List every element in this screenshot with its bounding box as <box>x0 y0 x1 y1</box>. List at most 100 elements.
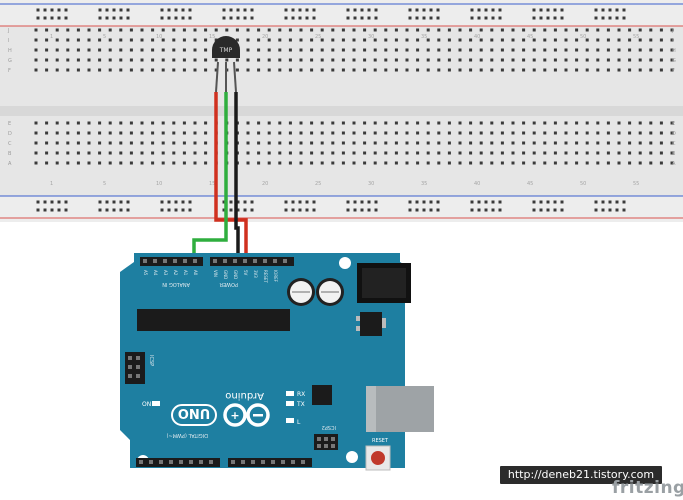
breadboard-hole <box>87 28 91 32</box>
breadboard-hole <box>267 48 271 52</box>
digital-pins <box>139 460 305 464</box>
digital-pin <box>241 460 245 464</box>
breadboard-hole <box>182 141 186 145</box>
breadboard-hole <box>299 141 303 145</box>
breadboard-hole <box>182 38 186 42</box>
breadboard-hole <box>596 131 600 135</box>
breadboard-hole <box>500 141 504 145</box>
icsp-pin <box>128 356 132 360</box>
atmega-chip <box>137 309 290 331</box>
rail-hole <box>250 16 254 20</box>
breadboard-hole <box>511 48 515 52</box>
breadboard-hole <box>363 131 367 135</box>
breadboard-hole <box>447 141 451 145</box>
column-number: 10 <box>156 34 162 40</box>
breadboard-hole <box>278 28 282 32</box>
breadboard-hole <box>617 121 621 125</box>
breadboard-hole <box>278 58 282 62</box>
breadboard-hole <box>384 68 388 72</box>
breadboard-hole <box>108 131 112 135</box>
row-label: H <box>8 48 12 54</box>
breadboard-hole <box>479 121 483 125</box>
breadboard-hole <box>363 151 367 155</box>
breadboard-hole <box>479 141 483 145</box>
breadboard-hole <box>522 161 526 165</box>
breadboard-hole <box>98 38 102 42</box>
rail-hole <box>615 208 619 212</box>
icsp-pin <box>136 374 140 378</box>
breadboard-hole <box>161 141 165 145</box>
rail-hole <box>601 8 605 12</box>
breadboard-hole <box>384 121 388 125</box>
breadboard-hole <box>606 121 610 125</box>
breadboard-hole <box>426 131 430 135</box>
breadboard-hole <box>638 48 642 52</box>
breadboard-hole <box>522 58 526 62</box>
digital-pin <box>159 460 163 464</box>
breadboard-hole <box>288 48 292 52</box>
rail-hole <box>346 200 350 204</box>
power-header <box>210 257 294 266</box>
breadboard-hole <box>479 151 483 155</box>
breadboard-hole <box>257 58 261 62</box>
breadboard-hole <box>670 161 674 165</box>
breadboard-hole <box>500 58 504 62</box>
rail-hole <box>50 208 54 212</box>
rail-hole <box>50 16 54 20</box>
breadboard-hole <box>108 48 112 52</box>
rail-hole <box>174 200 178 204</box>
breadboard-hole <box>87 58 91 62</box>
rail-hole <box>374 208 378 212</box>
rail-hole <box>470 200 474 204</box>
rail-hole <box>222 16 226 20</box>
breadboard-hole <box>384 151 388 155</box>
breadboard-hole <box>638 131 642 135</box>
breadboard-hole <box>352 38 356 42</box>
breadboard-hole <box>564 121 568 125</box>
breadboard-hole <box>384 58 388 62</box>
breadboard-hole <box>596 38 600 42</box>
breadboard-hole <box>649 58 653 62</box>
rail-hole <box>188 208 192 212</box>
breadboard-hole <box>659 48 663 52</box>
icsp2-pin <box>324 437 328 441</box>
breadboard-hole <box>575 121 579 125</box>
breadboard-hole <box>638 121 642 125</box>
breadboard-hole <box>66 161 70 165</box>
rail-hole <box>532 200 536 204</box>
breadboard-hole <box>45 141 49 145</box>
breadboard-hole <box>458 68 462 72</box>
column-number: 55 <box>633 34 639 40</box>
rail-hole <box>498 16 502 20</box>
rail-hole <box>408 16 412 20</box>
breadboard-hole <box>320 48 324 52</box>
breadboard-hole <box>66 121 70 125</box>
power-pin-label: GND <box>233 270 238 279</box>
breadboard-hole <box>225 28 229 32</box>
breadboard-hole <box>172 141 176 145</box>
breadboard-hole <box>511 151 515 155</box>
row-label: C <box>8 141 12 147</box>
breadboard-hole <box>288 151 292 155</box>
header-pin <box>253 259 257 263</box>
breadboard-hole <box>511 38 515 42</box>
breadboard-hole <box>87 141 91 145</box>
breadboard-hole <box>426 28 430 32</box>
breadboard-hole <box>299 121 303 125</box>
breadboard-hole <box>98 131 102 135</box>
breadboard-hole <box>363 68 367 72</box>
breadboard-hole <box>352 151 356 155</box>
breadboard-hole <box>575 68 579 72</box>
breadboard-hole <box>204 151 208 155</box>
breadboard-hole <box>140 38 144 42</box>
breadboard-hole <box>649 38 653 42</box>
arduino-board <box>120 253 405 468</box>
rail-hole <box>229 208 233 212</box>
breadboard-hole <box>161 161 165 165</box>
voltage-regulator <box>360 312 382 336</box>
breadboard-hole <box>511 141 515 145</box>
breadboard-hole <box>447 161 451 165</box>
breadboard-hole <box>426 58 430 62</box>
breadboard-hole <box>511 131 515 135</box>
breadboard-hole <box>288 131 292 135</box>
